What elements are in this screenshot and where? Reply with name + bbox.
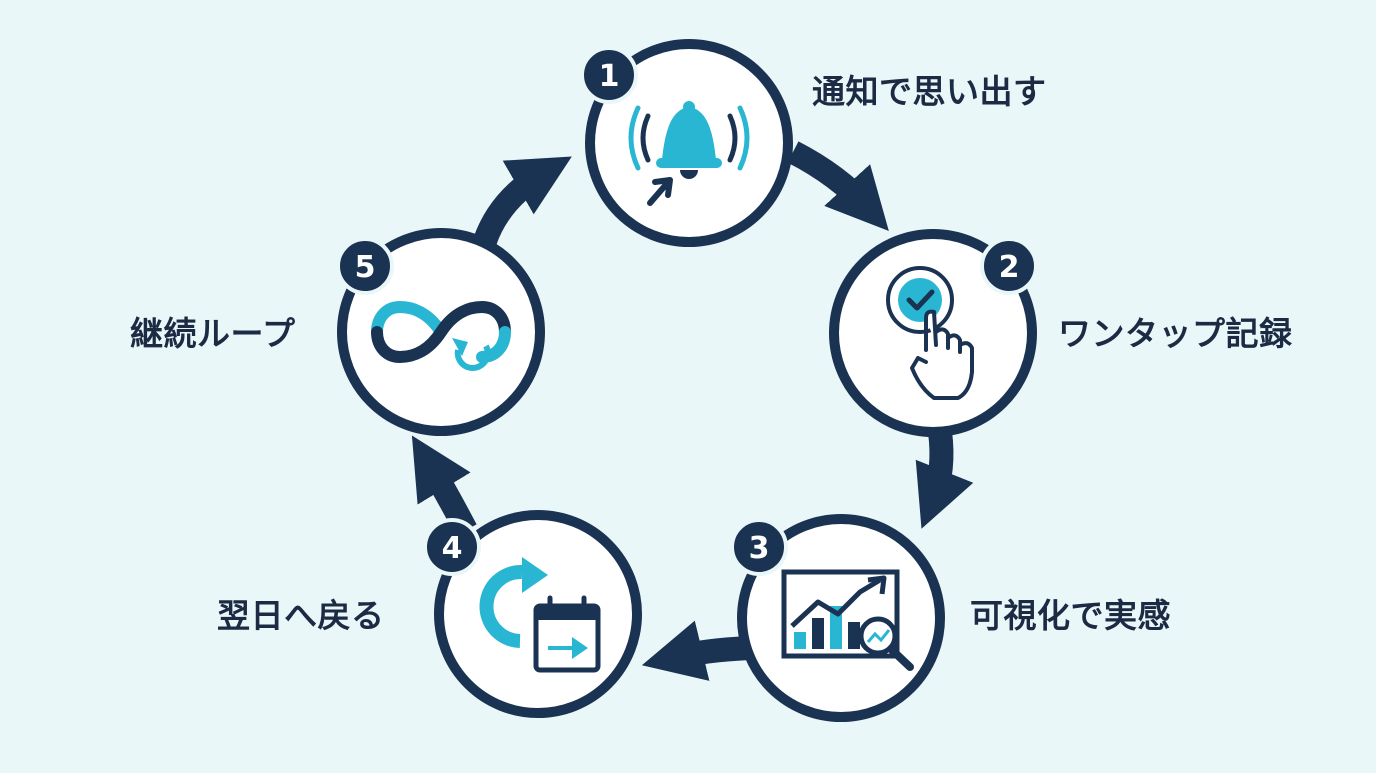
arrow-1-to-2 — [787, 141, 889, 231]
step-2-label: ワンタップ記録 — [1058, 314, 1293, 353]
bell-icon — [628, 101, 750, 206]
chart-magnifier-icon — [781, 569, 914, 671]
infinity-loop-icon — [371, 300, 511, 371]
step-1-label: 通知で思い出す — [812, 72, 1047, 111]
arrow-5-to-1 — [473, 156, 572, 246]
step-1-node — [585, 39, 793, 247]
arrow-2-to-3 — [915, 430, 974, 529]
step-4-node — [434, 510, 642, 718]
svg-text:4: 4 — [442, 531, 463, 566]
step-2-badge: 2 — [980, 237, 1038, 295]
step-2-node — [829, 229, 1037, 437]
svg-text:2: 2 — [999, 250, 1020, 285]
tap-check-icon — [886, 266, 974, 400]
step-3-label: 可視化で実感 — [970, 596, 1171, 635]
svg-text:1: 1 — [599, 59, 620, 94]
svg-text:5: 5 — [355, 250, 376, 285]
step-3-badge: 3 — [730, 518, 788, 576]
step-4-badge: 4 — [423, 518, 481, 576]
step-5-badge: 5 — [336, 237, 394, 295]
arrow-3-to-4 — [641, 620, 751, 681]
step-5-node — [337, 228, 545, 436]
step-1-badge: 1 — [580, 46, 638, 104]
next-day-calendar-icon — [479, 557, 601, 673]
step-5-label: 継続ループ — [130, 314, 296, 353]
svg-text:3: 3 — [749, 531, 770, 566]
step-4-label: 翌日へ戻る — [217, 596, 385, 635]
step-3-node — [737, 514, 945, 722]
